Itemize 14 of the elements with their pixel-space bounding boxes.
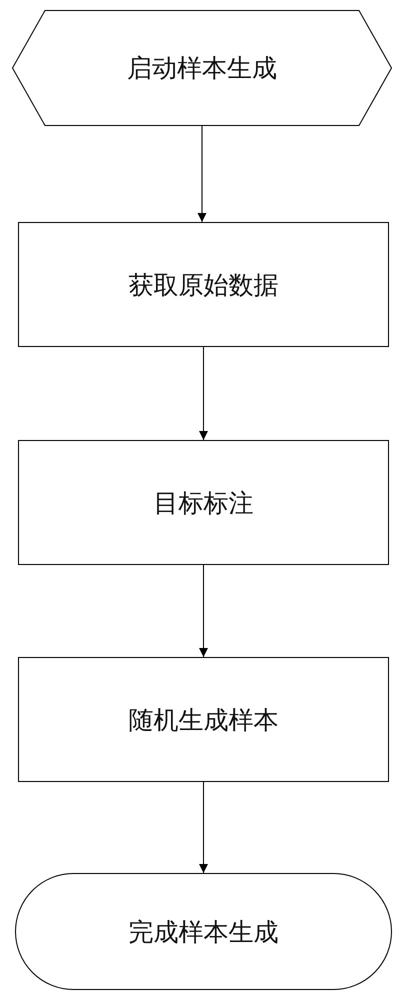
node-label: 随机生成样本 — [128, 704, 278, 736]
node-label: 目标标注 — [154, 487, 254, 519]
process-box — [18, 440, 389, 565]
arrow — [199, 564, 208, 658]
node-label: 完成样本生成 — [128, 916, 278, 948]
start-hexagon — [12, 10, 392, 126]
arrow — [199, 782, 208, 874]
process-box — [18, 657, 389, 782]
process-box — [18, 222, 389, 347]
node-label: 获取原始数据 — [128, 269, 278, 301]
end-terminal — [15, 873, 392, 990]
arrow — [199, 346, 208, 440]
arrow — [198, 126, 206, 222]
node-label: 启动样本生成 — [127, 52, 277, 84]
